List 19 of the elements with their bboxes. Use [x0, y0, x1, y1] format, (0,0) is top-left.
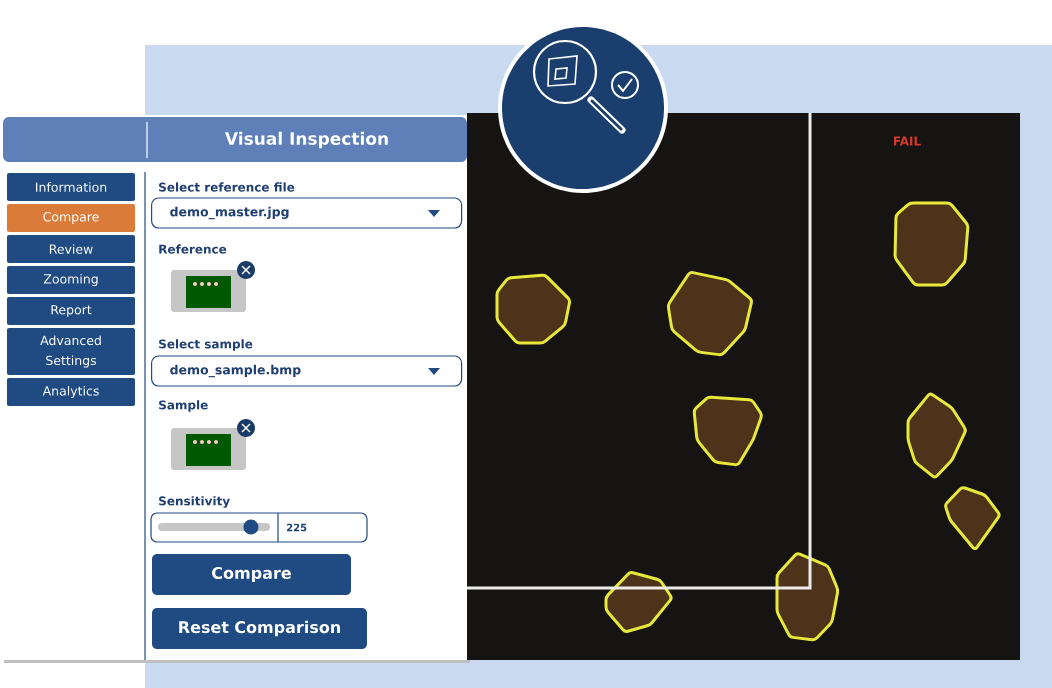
menu-tab: Advanced Settings: [7, 328, 135, 375]
menu-tab: Review: [7, 235, 135, 263]
field-label: Select sample: [159, 339, 253, 351]
menu-tab: Analytics: [7, 378, 135, 406]
value-field: 225: [277, 512, 307, 543]
action-button: Compare: [152, 554, 351, 595]
menu-tab: Compare: [7, 204, 135, 232]
menu-tab: Zooming: [7, 266, 135, 294]
field-label: Reference: [159, 244, 227, 254]
field-label: Sample: [159, 400, 208, 412]
status-text: FAIL: [894, 136, 921, 146]
field-label: Sensitivity: [159, 496, 230, 508]
app-title: Visual Inspection: [225, 131, 388, 149]
menu-tab: Information: [7, 173, 135, 201]
action-button: Reset Comparison: [152, 608, 367, 649]
menu-tab: Report: [7, 297, 135, 325]
file-dropdown: demo_master.jpg: [151, 197, 463, 229]
field-label: Select reference file: [159, 182, 295, 192]
file-dropdown: demo_sample.bmp: [151, 355, 463, 387]
